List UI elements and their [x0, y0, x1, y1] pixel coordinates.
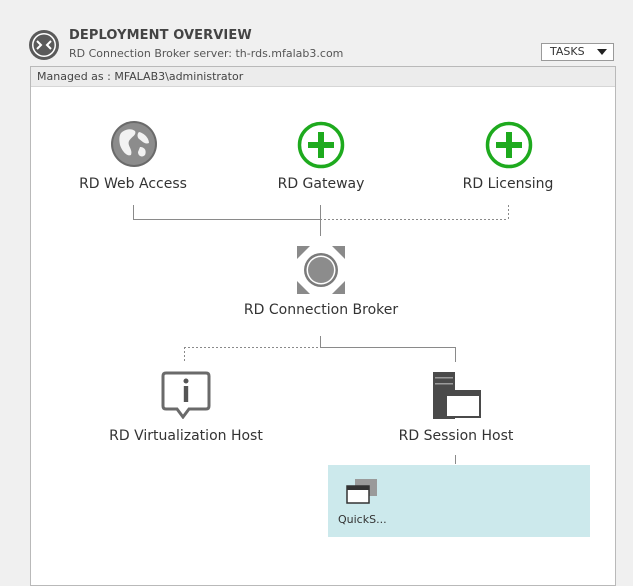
- node-rd-connection-broker[interactable]: RD Connection Broker: [243, 302, 399, 318]
- tasks-dropdown[interactable]: TASKS: [541, 43, 614, 61]
- managed-as-bar: Managed as : MFALAB3\administrator: [31, 67, 615, 87]
- add-licensing-icon[interactable]: [485, 121, 533, 169]
- node-rd-gateway[interactable]: RD Gateway: [277, 176, 365, 192]
- collection-label: QuickS...: [338, 513, 387, 526]
- node-rd-virtualization-host[interactable]: RD Virtualization Host: [109, 428, 263, 444]
- info-icon[interactable]: [161, 371, 211, 419]
- connection-broker-icon[interactable]: [296, 245, 346, 295]
- add-gateway-icon[interactable]: [297, 121, 345, 169]
- node-rd-licensing[interactable]: RD Licensing: [462, 176, 554, 192]
- remote-desktop-icon: [29, 30, 59, 60]
- node-rd-web-access[interactable]: RD Web Access: [79, 176, 187, 192]
- globe-icon[interactable]: [109, 119, 159, 169]
- managed-as-text: Managed as : MFALAB3\administrator: [37, 70, 244, 83]
- tasks-label: TASKS: [550, 45, 585, 58]
- session-collection-tile[interactable]: QuickS...: [328, 465, 590, 537]
- server-subtitle: RD Connection Broker server: th-rds.mfal…: [69, 47, 344, 60]
- session-host-icon[interactable]: [432, 371, 482, 421]
- collection-icon: [346, 479, 377, 504]
- node-rd-session-host[interactable]: RD Session Host: [398, 428, 514, 444]
- chevron-down-icon: [597, 49, 607, 55]
- topology-connectors: [133, 205, 509, 464]
- page-title: DEPLOYMENT OVERVIEW: [69, 28, 252, 43]
- header: DEPLOYMENT OVERVIEW RD Connection Broker…: [0, 0, 633, 66]
